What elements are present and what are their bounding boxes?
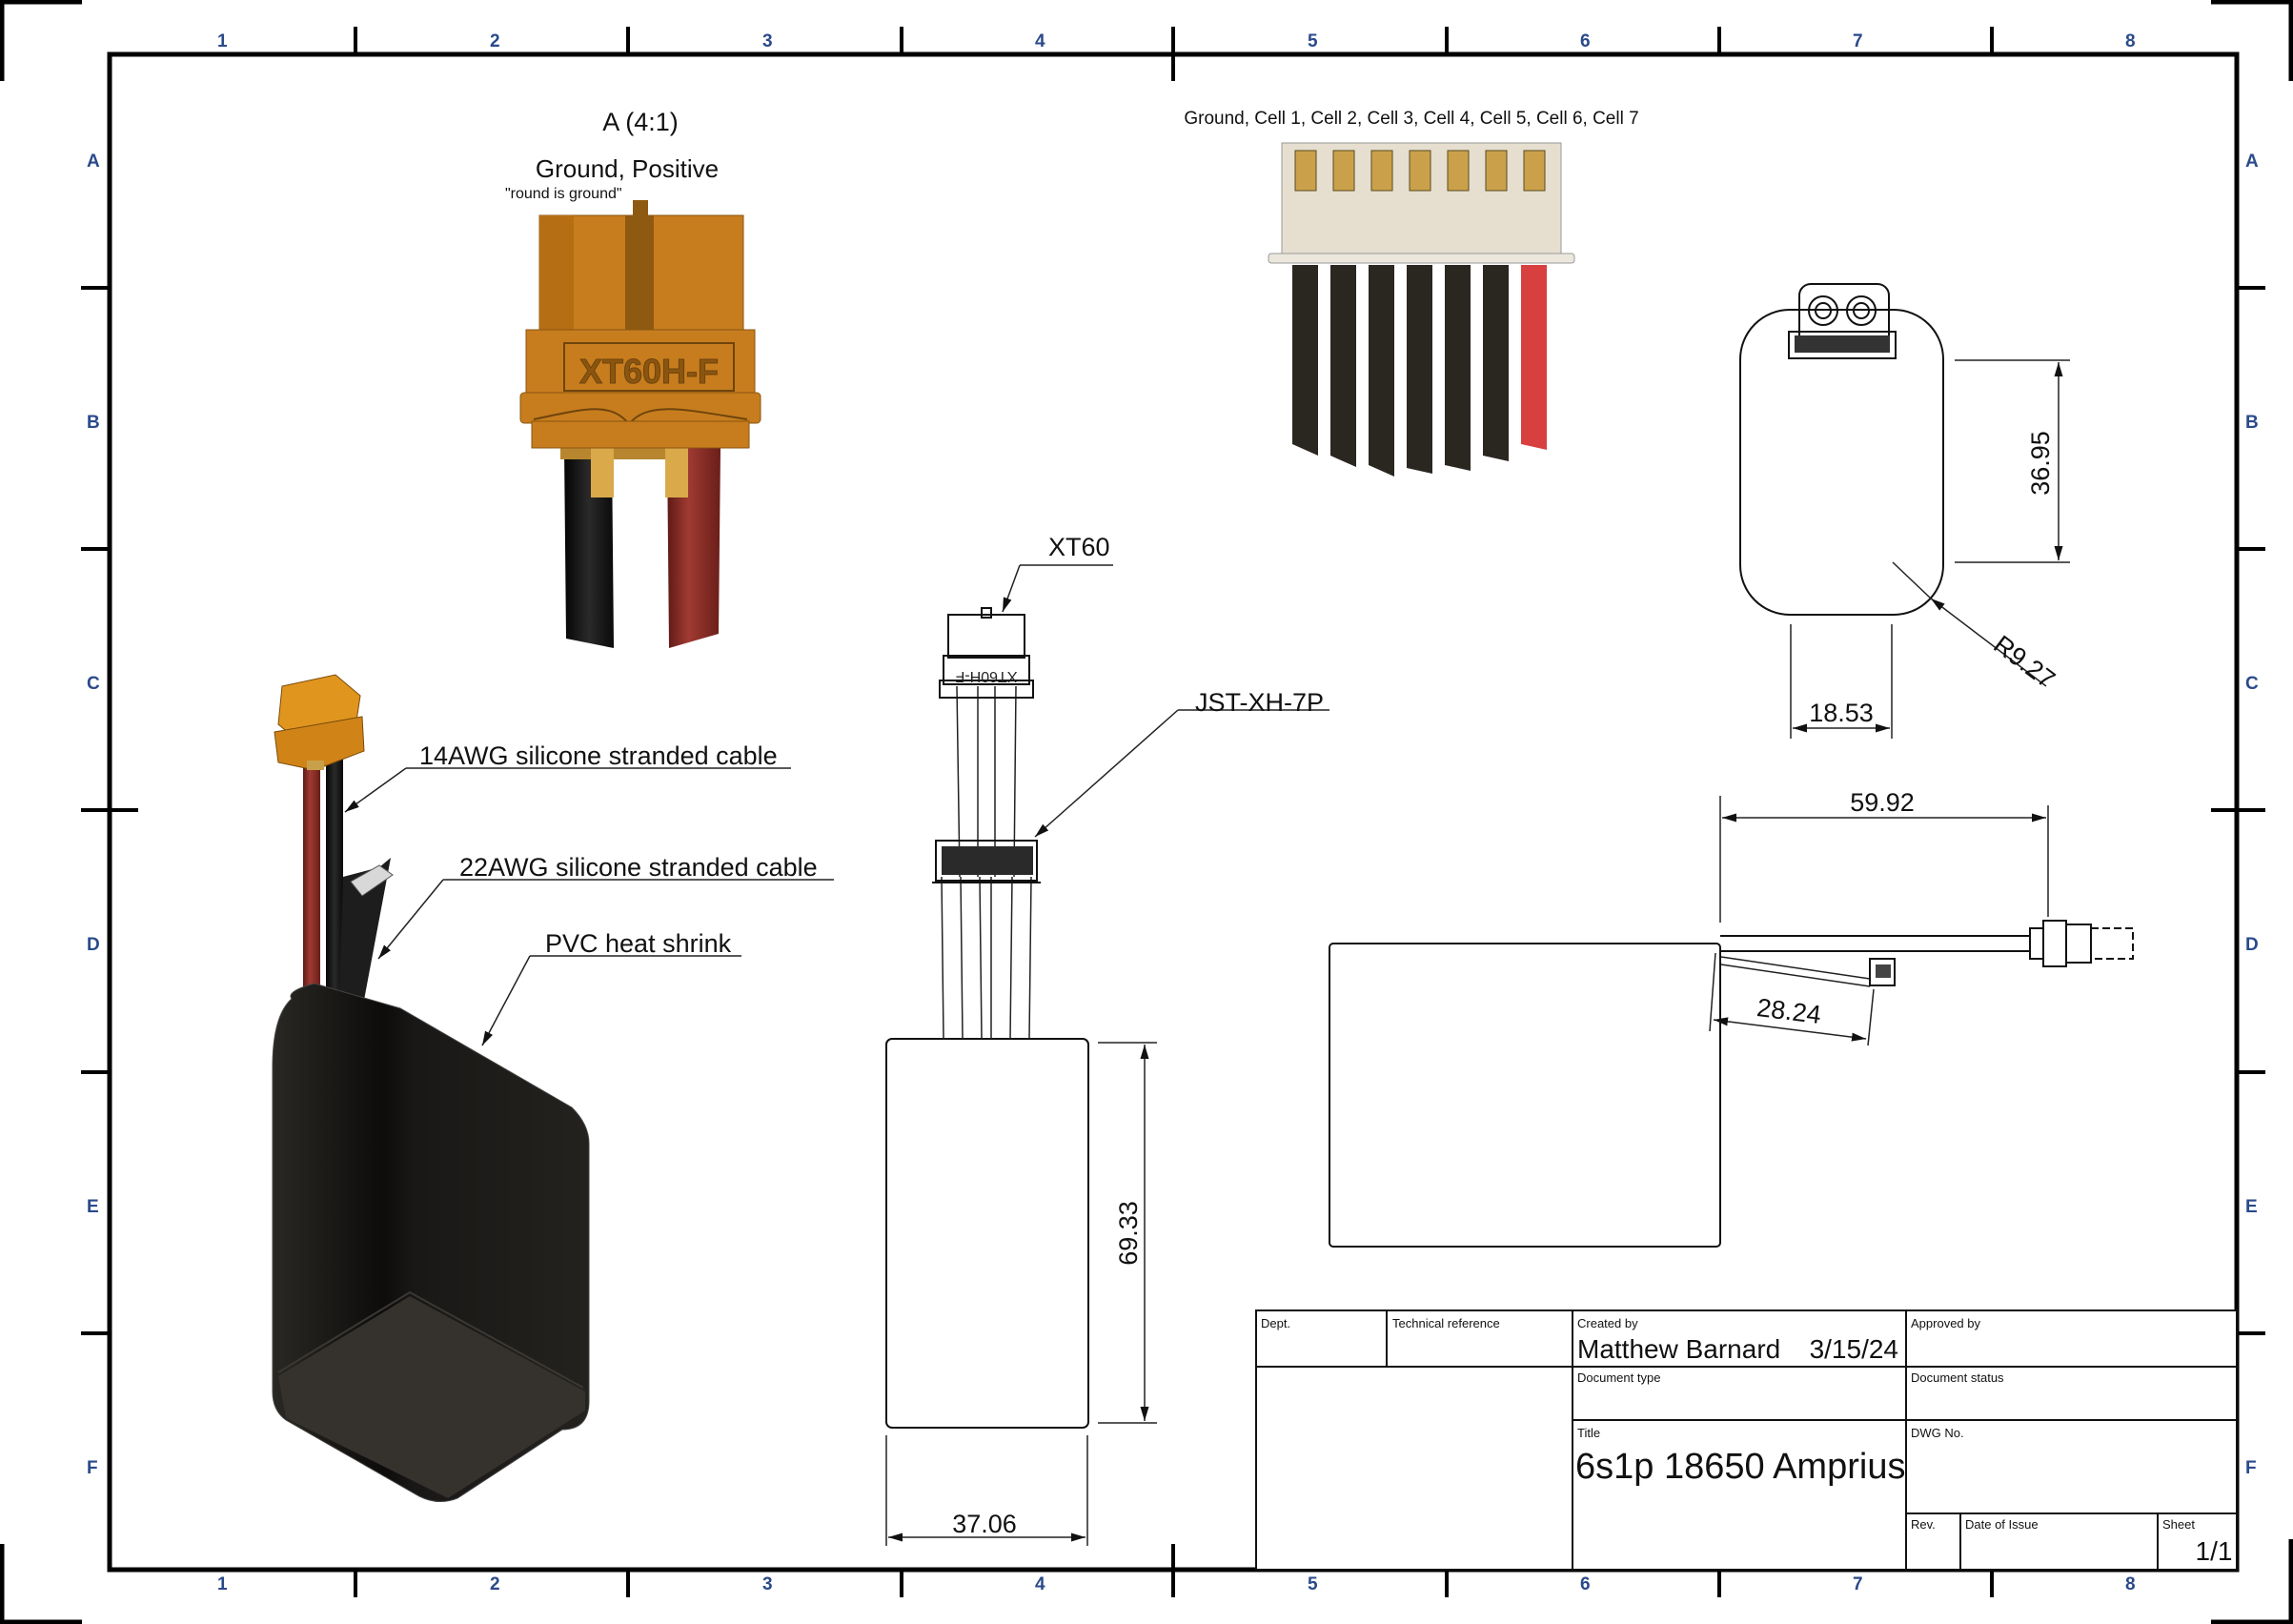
balance-wire-black (1369, 265, 1394, 477)
detail-a-pinout: Ground, Positive (536, 154, 719, 183)
xt60-marking: XT60H-F (579, 352, 719, 391)
zone-col-6-bottom: 6 (1580, 1574, 1591, 1594)
tb-title: 6s1p 18650 Amprius (1575, 1447, 1905, 1487)
top-view: 36.95 18.53 R9.27 (1739, 283, 2070, 739)
zone-col-2-bottom: 2 (490, 1574, 500, 1594)
jst-connector-view: Ground, Cell 1, Cell 2, Cell 3, Cell 4, … (1184, 109, 1639, 477)
zone-col-4-bottom: 4 (1035, 1574, 1045, 1594)
front-view: XT60H-F XT60 JST-XH-7P 69.33 37.06 (885, 533, 1329, 1546)
dim-top-radius: R9.27 (1988, 630, 2060, 694)
zone-ticks (81, 27, 2265, 1597)
tb-created-date: 3/15/24 (1810, 1334, 1898, 1364)
callout-heat-shrink: PVC heat shrink (545, 929, 732, 958)
tb-doc-status-label: Document status (1911, 1370, 2004, 1385)
balance-wire-black (1483, 265, 1509, 461)
zone-row-f-right: F (2245, 1458, 2257, 1478)
detail-a-note: "round is ground" (505, 186, 622, 202)
jst-pin (1409, 150, 1431, 192)
balance-wire-black (1330, 265, 1356, 467)
balance-wire-red (1521, 265, 1547, 450)
tb-date-issue-label: Date of Issue (1965, 1517, 2039, 1532)
dim-top-height: 36.95 (2026, 431, 2055, 496)
tb-title-label: Title (1577, 1426, 1600, 1440)
detail-a-title: A (4:1) (602, 108, 679, 136)
zone-col-4: 4 (1035, 31, 1045, 51)
jst-pin (1332, 150, 1355, 192)
zone-col-6: 6 (1580, 31, 1591, 51)
callout-jst: JST-XH-7P (1195, 688, 1324, 717)
tb-rev-label: Rev. (1911, 1517, 1936, 1532)
zone-row-d: D (87, 935, 100, 955)
jst-pinout: Ground, Cell 1, Cell 2, Cell 3, Cell 4, … (1184, 109, 1638, 129)
zone-row-e-right: E (2245, 1197, 2258, 1217)
zone-col-7: 7 (1853, 31, 1863, 51)
jst-connector-render (1268, 142, 1575, 477)
callout-22awg: 22AWG silicone stranded cable (459, 853, 818, 882)
zone-col-3-bottom: 3 (762, 1574, 773, 1594)
zone-labels-bottom: 1 2 3 4 5 6 7 8 (217, 1574, 2136, 1594)
callout-14awg: 14AWG silicone stranded cable (419, 741, 778, 770)
jst-pin (1370, 150, 1393, 192)
zone-col-3: 3 (762, 31, 773, 51)
dim-side-jst: 28.24 (1755, 993, 1823, 1029)
zone-col-5-bottom: 5 (1308, 1574, 1318, 1594)
callout-xt60: XT60 (1048, 533, 1110, 561)
balance-wire-black (1292, 265, 1318, 456)
tb-sheet: 1/1 (2196, 1536, 2233, 1566)
tb-dwg-no-label: DWG No. (1911, 1426, 1964, 1440)
zone-labels-top: 1 2 3 4 5 6 7 8 (217, 31, 2136, 51)
jst-pin (1447, 150, 1470, 192)
tb-doc-type-label: Document type (1577, 1370, 1660, 1385)
jst-pin (1523, 150, 1546, 192)
zone-row-c: C (87, 674, 100, 694)
zone-col-5: 5 (1308, 31, 1318, 51)
zone-row-a-right: A (2245, 152, 2259, 172)
front-xt60-marking: XT60H-F (955, 668, 1017, 684)
isometric-view: 14AWG silicone stranded cable 22AWG sili… (272, 674, 834, 1502)
zone-row-d-right: D (2245, 935, 2259, 955)
tb-approved-by-label: Approved by (1911, 1316, 1980, 1330)
tb-created-by-label: Created by (1577, 1316, 1638, 1330)
dim-front-width: 37.06 (952, 1510, 1017, 1538)
zone-row-e: E (87, 1197, 99, 1217)
zone-col-1: 1 (217, 31, 228, 51)
zone-col-8-bottom: 8 (2125, 1574, 2136, 1594)
balance-wire-black (1407, 265, 1432, 474)
zone-row-c-right: C (2245, 674, 2259, 694)
dim-front-height: 69.33 (1114, 1201, 1143, 1266)
zone-row-f: F (87, 1458, 98, 1478)
zone-row-b: B (87, 413, 100, 433)
zone-row-b-right: B (2245, 413, 2259, 433)
zone-labels-left: A B C D E F (87, 152, 100, 1478)
zone-row-a: A (87, 152, 100, 172)
xt60-connector-render: XT60H-F (519, 200, 761, 648)
tb-created-by: Matthew Barnard (1577, 1334, 1780, 1364)
zone-labels-right: A B C D E F (2245, 152, 2259, 1478)
jst-pin (1294, 150, 1317, 192)
dim-side-xt60: 59.92 (1850, 788, 1915, 817)
title-block: Dept. Technical reference Created by Mat… (1255, 1309, 2238, 1571)
zone-col-8: 8 (2125, 31, 2136, 51)
detail-view-a: A (4:1) Ground, Positive "round is groun… (505, 108, 761, 648)
zone-col-1-bottom: 1 (217, 1574, 228, 1594)
side-view: 59.92 28.24 (1329, 788, 2134, 1248)
jst-pin (1485, 150, 1508, 192)
dim-top-width: 18.53 (1809, 699, 1874, 727)
tb-dept-label: Dept. (1261, 1316, 1290, 1330)
tb-tech-ref-label: Technical reference (1392, 1316, 1500, 1330)
zone-col-7-bottom: 7 (1853, 1574, 1863, 1594)
zone-col-2: 2 (490, 31, 500, 51)
tb-sheet-label: Sheet (2162, 1517, 2195, 1532)
balance-wire-black (1445, 265, 1471, 471)
